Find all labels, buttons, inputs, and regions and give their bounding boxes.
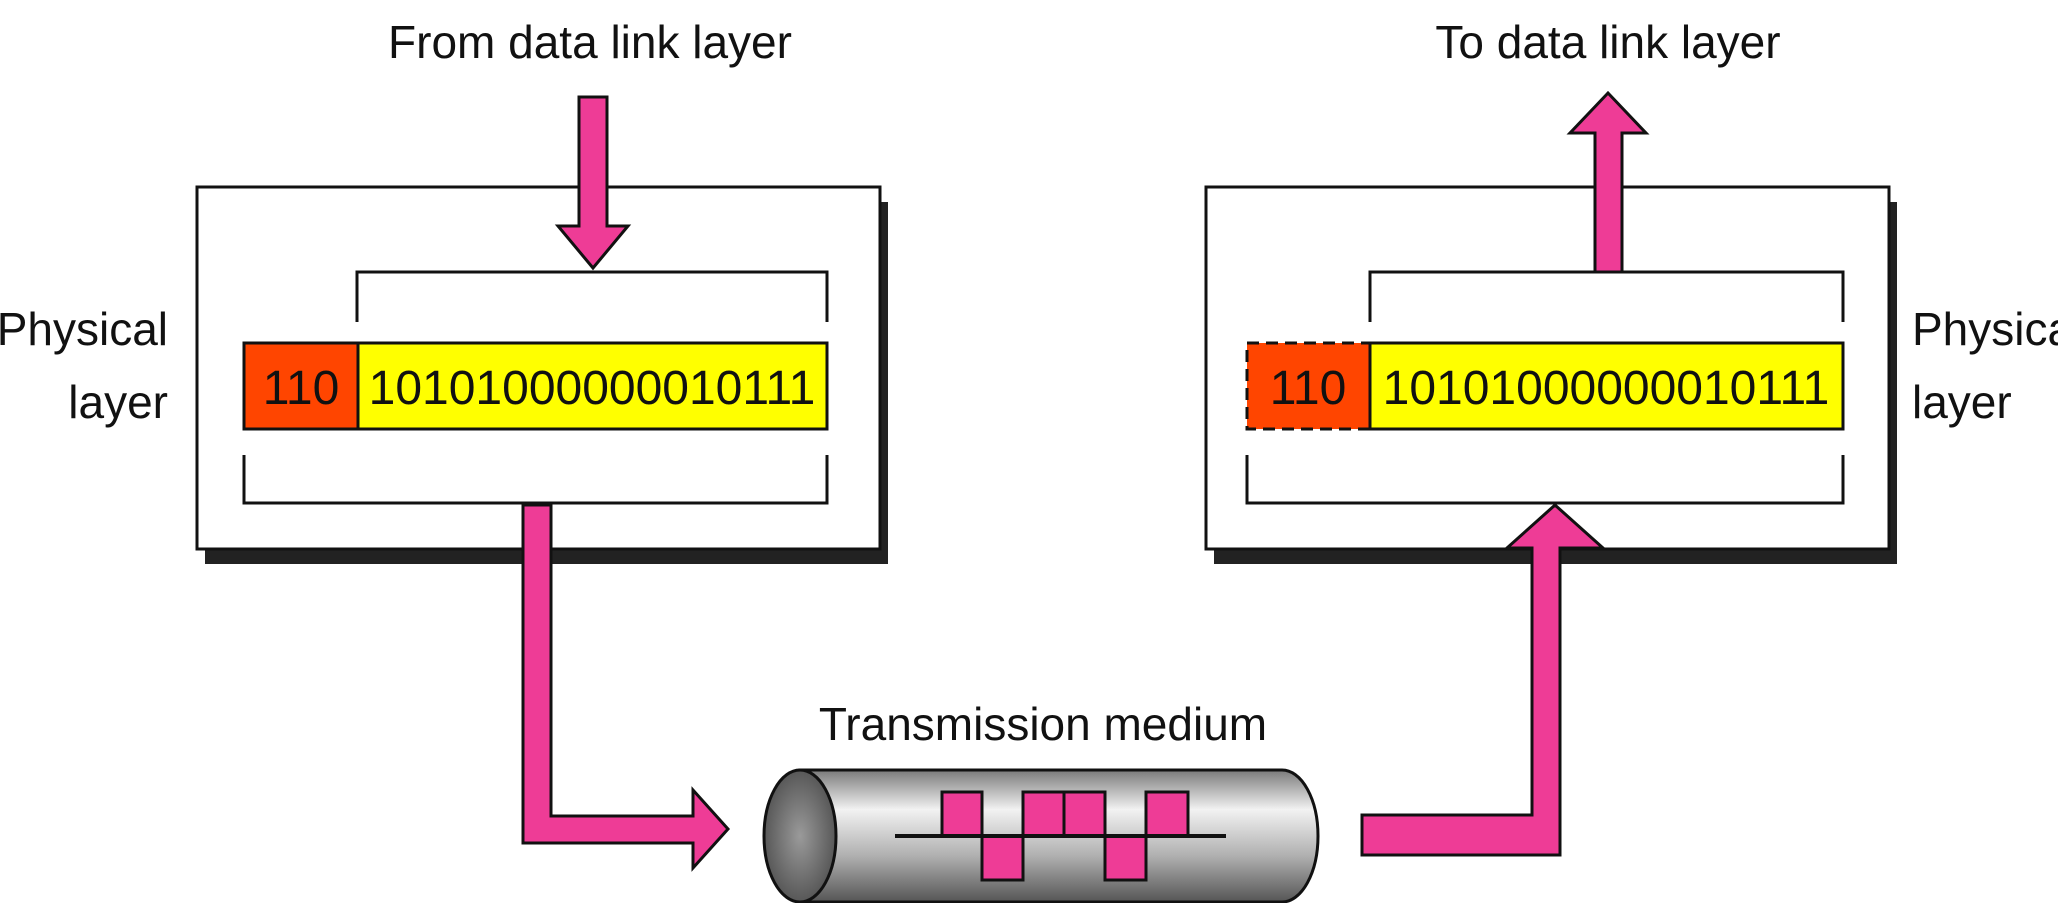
medium-to-receiver-arrow: [1360, 502, 1607, 857]
receiver-physical-layer-box: 110 10101000000010111: [1204, 185, 1897, 564]
left-physical-label-line2: layer: [68, 376, 168, 428]
transmission-medium-cylinder: [762, 768, 1320, 903]
receiver-header-bits: 110: [1270, 362, 1347, 415]
receiver-data-cell: [1368, 341, 1845, 431]
sender-header-bits: 110: [263, 362, 340, 415]
left-physical-label-line1: Physical: [0, 303, 168, 355]
transmission-medium-label: Transmission medium: [819, 698, 1267, 750]
right-physical-label-line2: layer: [1912, 376, 2012, 428]
up-arrow-to-data-link: [1566, 90, 1650, 274]
sender-physical-layer-box: 110 10101000000010111: [195, 185, 888, 564]
sender-data-bits: 10101000000010111: [369, 362, 816, 415]
sender-to-medium-arrow: [521, 503, 731, 872]
sender-data-cell: [356, 341, 829, 431]
receiver-data-bits: 10101000000010111: [1383, 362, 1830, 415]
cylinder-end-cap: [762, 768, 838, 903]
signal-waveform: [895, 790, 1226, 882]
from-data-link-label: From data link layer: [388, 16, 792, 68]
receiver-bottom-bracket: [1245, 455, 1845, 505]
receiver-header-cell: [1245, 341, 1372, 431]
to-data-link-label: To data link layer: [1435, 16, 1780, 68]
right-physical-label-line1: Physica: [1912, 303, 2058, 355]
down-arrow-from-data-link: [554, 95, 632, 271]
sender-top-bracket: [355, 270, 829, 322]
sender-bottom-bracket: [242, 455, 829, 505]
